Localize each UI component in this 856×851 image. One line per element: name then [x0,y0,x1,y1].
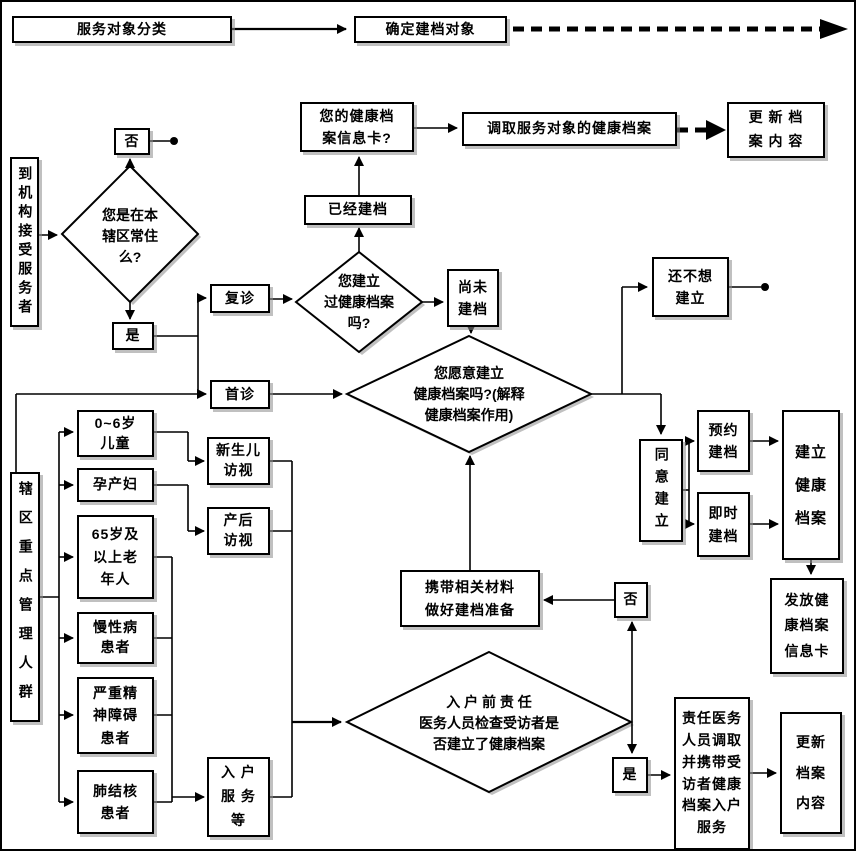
decision-willing-diamond [344,334,594,454]
node-duty-doctor-service: 责任医务 人员调取 并携带受 访者健康 档案入户 服务 [674,697,750,849]
decision-home-check-diamond [344,650,634,794]
node-tuberculosis: 肺结核 患者 [77,770,154,834]
node-home-service: 入 户 服 务 等 [207,757,270,837]
end-dot-2 [761,283,769,291]
node-retrieve-archive: 调取服务对象的健康档案 [462,112,677,146]
node-service-object-classification: 服务对象分类 [12,16,232,43]
node-agree-build: 同意建立 [639,439,683,542]
node-appointment-archive: 预约 建档 [697,410,750,472]
node-return-visit: 复诊 [210,284,270,313]
end-dot-1 [170,137,178,145]
decision-has-archive-diamond [294,250,424,354]
node-mental-disorder: 严重精 神障碍 患者 [77,677,154,754]
node-not-yet-archived: 尚未 建档 [447,269,499,327]
node-health-archive-info-card: 您的健康档 案信息卡? [300,102,414,152]
dashed-arrowhead-update [706,120,726,140]
node-chronic-disease: 慢性病 患者 [77,612,154,664]
node-update-archive-top: 更 新 档 案 内 容 [727,102,825,158]
node-prepare-materials: 携带相关材料 做好建档准备 [400,570,540,627]
node-immediate-archive: 即时 建档 [697,492,750,557]
dashed-arrowhead-top [820,19,848,39]
node-not-want-build: 还不想 建立 [652,257,729,317]
node-build-health-archive: 建立 健康 档案 [782,410,840,560]
node-issue-info-card: 发放健 康档案 信息卡 [770,578,844,674]
node-children-0-6: 0~6岁 儿童 [77,410,154,457]
node-yes-1: 是 [112,322,154,350]
node-visit-institution: 到机构接受服务者 [10,157,39,327]
decision-has-archive-question: 您建立 过健康档案 吗? [324,272,394,331]
node-first-visit: 首诊 [210,380,270,409]
decision-willing-question: 您愿意建立 健康档案吗?(解释 健康档案作用) [413,364,525,423]
node-no-1: 否 [114,128,150,155]
node-pregnant-women: 孕产妇 [77,468,154,502]
node-determine-archive-target: 确定建档对象 [354,16,507,43]
node-newborn-visit: 新生儿 访视 [207,437,270,485]
node-postpartum-visit: 产后 访视 [207,507,270,555]
node-district-key-groups: 辖区重点管理人群 [10,472,40,722]
decision-resident-question: 您是在本 辖区常住 么? [102,206,158,265]
node-yes-2: 是 [612,757,648,793]
node-no-2: 否 [614,582,648,618]
node-elderly-65: 65岁及 以上老 年人 [77,515,154,599]
node-update-archive-bottom: 更新 档案 内容 [780,712,842,834]
node-already-archived: 已经建档 [304,195,412,225]
decision-home-check-question: 入 户 前 责 任 医务人员检查受访者是 否建立了健康档案 [419,693,559,752]
